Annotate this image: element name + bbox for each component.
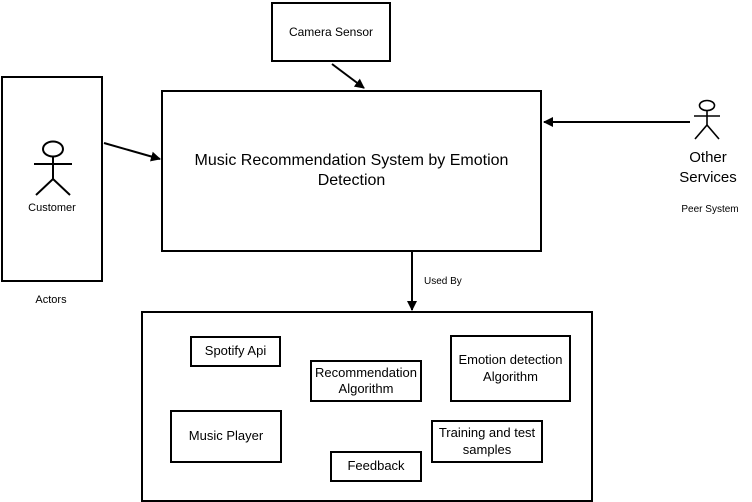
spotify-api-box: Spotify Api (190, 336, 281, 367)
peer-system-label: Peer System (681, 204, 739, 215)
actors-caption: Actors (35, 294, 67, 306)
customer-to-system-arrow (103, 142, 161, 162)
emotion-detection-label: Emotion detection Algorithm (458, 352, 563, 384)
camera-sensor-box: Camera Sensor (271, 2, 391, 62)
spotify-api-label: Spotify Api (204, 343, 267, 359)
camera-to-system-arrow (331, 63, 365, 89)
main-system-label: Music Recommendation System by Emotion D… (194, 152, 509, 189)
customer-label: Customer (28, 202, 76, 214)
used-by-label: Used By (424, 276, 462, 287)
stick-figure-icon (694, 99, 720, 140)
camera-sensor-label: Camera Sensor (288, 24, 374, 39)
actors-box: Customer (1, 76, 103, 282)
stick-figure-icon (34, 140, 72, 196)
emotion-detection-box: Emotion detection Algorithm (450, 335, 571, 402)
other-services-label: Other Services (679, 149, 737, 187)
recommendation-algorithm-box: Recommendation Algorithm (310, 360, 422, 402)
main-system-box: Music Recommendation System by Emotion D… (161, 90, 542, 252)
feedback-box: Feedback (330, 451, 422, 482)
music-player-label: Music Player (188, 428, 264, 444)
training-samples-box: Training and test samples (431, 420, 543, 463)
feedback-label: Feedback (347, 458, 405, 474)
training-samples-label: Training and test samples (438, 425, 536, 457)
recommendation-algorithm-label: Recommendation Algorithm (315, 364, 417, 396)
music-player-box: Music Player (170, 410, 282, 463)
